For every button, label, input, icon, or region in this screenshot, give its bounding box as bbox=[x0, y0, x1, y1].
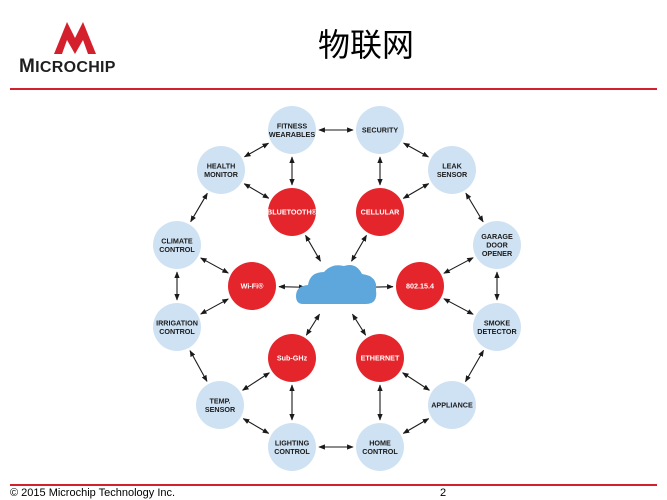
node-circle bbox=[153, 303, 201, 351]
node-label: LIGHTING bbox=[275, 438, 310, 447]
spoke-connector bbox=[402, 372, 430, 391]
node-label: SENSOR bbox=[205, 405, 236, 414]
node-label: BLUETOOTH® bbox=[267, 208, 318, 217]
node-label: IRRIGATION bbox=[156, 318, 198, 327]
node-label: HOME bbox=[369, 438, 391, 447]
cloud-connector bbox=[305, 313, 320, 336]
node-ethernet: ETHERNET bbox=[356, 334, 404, 382]
header-divider bbox=[10, 88, 657, 90]
node-cellular: CELLULAR bbox=[356, 188, 404, 236]
node-label: 802.15.4 bbox=[406, 282, 434, 291]
spoke-connector bbox=[243, 183, 270, 199]
node-circle bbox=[268, 188, 316, 236]
spoke-connector bbox=[443, 298, 474, 315]
node-circle bbox=[268, 106, 316, 154]
spoke-connector bbox=[242, 372, 270, 391]
spoke-connector bbox=[443, 257, 474, 274]
wordmark-first-letter: M bbox=[19, 56, 36, 77]
wordmark-rest: ICROCHIP bbox=[35, 59, 116, 76]
node-ieee: 802.15.4 bbox=[396, 262, 444, 310]
node-label: MONITOR bbox=[204, 170, 239, 179]
ring-connector bbox=[402, 418, 430, 434]
node-label: CONTROL bbox=[362, 447, 398, 456]
node-circle bbox=[428, 146, 476, 194]
node-label: CONTROL bbox=[159, 327, 195, 336]
node-wifi: Wi-Fi® bbox=[228, 262, 276, 310]
page-title: 物联网 bbox=[318, 26, 415, 64]
node-label: CELLULAR bbox=[361, 208, 401, 217]
node-circle bbox=[268, 423, 316, 471]
node-circle bbox=[153, 221, 201, 269]
node-label: SENSOR bbox=[437, 170, 468, 179]
node-label: Wi-Fi® bbox=[241, 282, 264, 291]
node-label: CONTROL bbox=[274, 447, 310, 456]
node-circle bbox=[473, 221, 521, 269]
node-label: HEALTH bbox=[207, 161, 236, 170]
node-label: LEAK bbox=[442, 161, 462, 170]
page-number: 2 bbox=[440, 487, 447, 499]
ring-connector bbox=[189, 350, 208, 382]
node-label: FITNESS bbox=[277, 121, 308, 130]
node-label: WEARABLES bbox=[269, 130, 316, 139]
node-circle bbox=[356, 106, 404, 154]
node-label: APPLIANCE bbox=[431, 401, 473, 410]
node-label: ETHERNET bbox=[361, 354, 400, 363]
ring-connector bbox=[242, 418, 270, 434]
ring-connector bbox=[243, 142, 270, 158]
node-subghz: Sub-GHz bbox=[268, 334, 316, 382]
node-label: TEMP. bbox=[209, 396, 230, 405]
node-label: SMOKE bbox=[484, 318, 511, 327]
node-security: SECURITY bbox=[356, 106, 404, 154]
node-temp: TEMP.SENSOR bbox=[196, 381, 244, 429]
cloud-connector bbox=[305, 234, 321, 262]
node-label: CONTROL bbox=[159, 245, 195, 254]
node-appliance: APPLIANCE bbox=[428, 381, 476, 429]
node-circle bbox=[196, 381, 244, 429]
cloud-connector bbox=[352, 313, 367, 336]
ring-connector bbox=[465, 192, 484, 223]
cloud-icon bbox=[296, 265, 377, 304]
node-label: Sub-GHz bbox=[277, 354, 308, 363]
spoke-connector bbox=[200, 257, 229, 274]
node-bluetooth: BLUETOOTH® bbox=[267, 188, 318, 236]
node-label: DOOR bbox=[486, 241, 508, 250]
ring-connector bbox=[403, 142, 429, 158]
node-label: DETECTOR bbox=[477, 327, 517, 336]
footer-divider bbox=[10, 484, 657, 486]
spoke-connector bbox=[200, 298, 229, 315]
node-label: SECURITY bbox=[362, 126, 399, 135]
node-circle bbox=[197, 146, 245, 194]
ring-connector bbox=[465, 349, 484, 383]
microchip-logo-icon bbox=[52, 16, 98, 61]
node-circle bbox=[356, 334, 404, 382]
node-label: OPENER bbox=[482, 249, 513, 258]
spoke-connector bbox=[402, 183, 430, 199]
node-label: CLIMATE bbox=[161, 236, 193, 245]
node-circle bbox=[228, 262, 276, 310]
footer-copyright: © 2015 Microchip Technology Inc. bbox=[10, 487, 176, 499]
microchip-wordmark: MICROCHIP bbox=[19, 56, 129, 78]
node-circle bbox=[396, 262, 444, 310]
node-circle bbox=[473, 303, 521, 351]
node-circle bbox=[356, 188, 404, 236]
node-label: GARAGE bbox=[481, 232, 513, 241]
node-circle bbox=[356, 423, 404, 471]
cloud-connector bbox=[351, 234, 367, 262]
node-circle bbox=[268, 334, 316, 382]
ring-connector bbox=[190, 192, 208, 223]
node-circle bbox=[428, 381, 476, 429]
